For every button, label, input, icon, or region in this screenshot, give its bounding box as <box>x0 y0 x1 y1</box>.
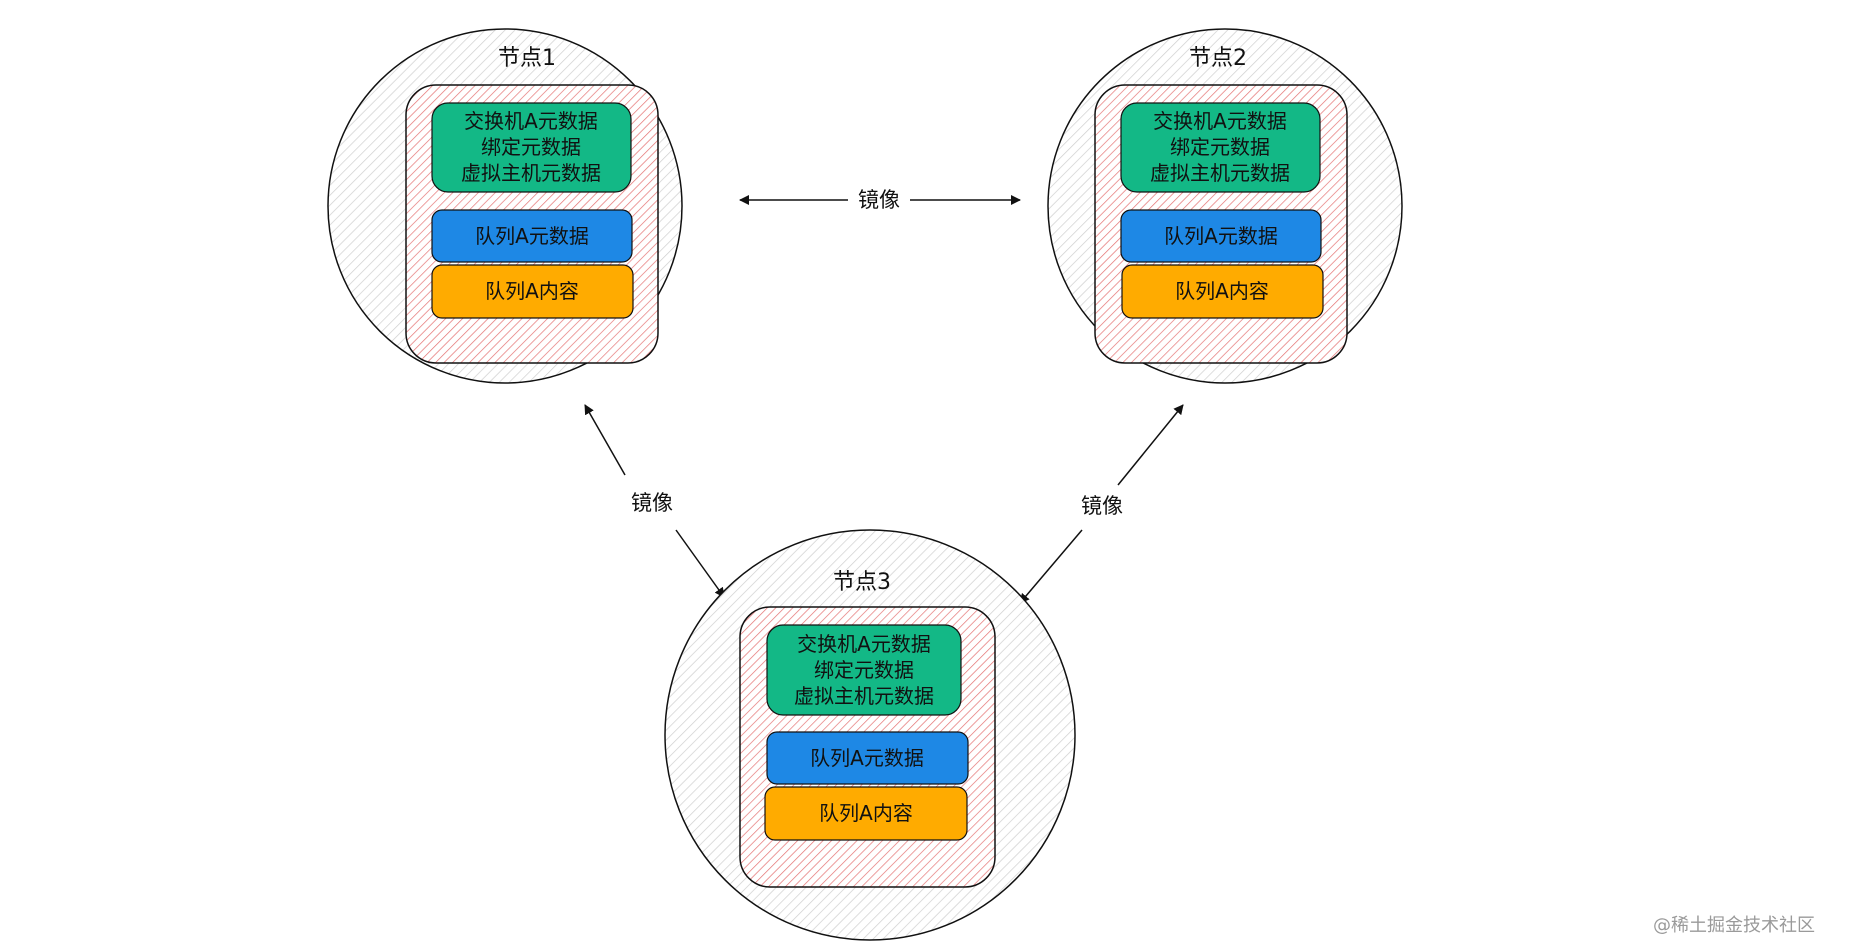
node-2: 节点2 交换机A元数据 绑定元数据 虚拟主机元数据 队列A元数据 队列A内容 <box>1047 28 1403 384</box>
metadata-line-binding: 绑定元数据 <box>481 135 581 159</box>
metadata-box <box>766 624 962 716</box>
mirror-label-2-3: 镜像 <box>1081 494 1123 518</box>
metadata-line-binding: 绑定元数据 <box>1170 135 1270 159</box>
metadata-line-exchange: 交换机A元数据 <box>1153 109 1287 133</box>
queue-meta-box <box>1120 209 1322 263</box>
metadata-line-vhost: 虚拟主机元数据 <box>1150 161 1290 185</box>
edge-node1-node3: 镜像 <box>584 404 725 598</box>
edge-node2-node3: 镜像 <box>1019 404 1184 604</box>
metadata-line-vhost: 虚拟主机元数据 <box>461 161 601 185</box>
node-title: 节点3 <box>833 570 891 595</box>
metadata-line-exchange: 交换机A元数据 <box>464 109 598 133</box>
node-title: 节点1 <box>498 46 556 71</box>
node-3: 节点3 交换机A元数据 绑定元数据 虚拟主机元数据 队列A元数据 队列A内容 <box>664 529 1076 941</box>
queue-meta-box <box>431 209 633 263</box>
metadata-box <box>431 102 632 193</box>
queue-meta-label: 队列A元数据 <box>475 224 589 248</box>
queue-content-box <box>764 786 968 841</box>
queue-content-label: 队列A内容 <box>485 279 579 303</box>
watermark: @稀土掘金技术社区 <box>1653 915 1815 936</box>
edge-node1-node2: 镜像 <box>739 188 1021 212</box>
queue-content-box <box>431 264 634 319</box>
mirror-arrow-1-3-down <box>675 529 725 598</box>
metadata-line-exchange: 交换机A元数据 <box>797 632 931 656</box>
queue-content-box <box>1121 264 1324 319</box>
metadata-box <box>1120 102 1321 193</box>
mirror-label-1-2: 镜像 <box>858 188 900 212</box>
queue-content-label: 队列A内容 <box>819 801 913 825</box>
node-1: 节点1 交换机A元数据 绑定元数据 虚拟主机元数据 队列A元数据 队列A内容 <box>327 28 683 384</box>
metadata-line-vhost: 虚拟主机元数据 <box>794 684 934 708</box>
mirror-arrow-2-3-up <box>1117 404 1184 486</box>
mirror-arrow-2-3-down <box>1019 529 1083 604</box>
queue-meta-box <box>766 731 969 785</box>
queue-content-label: 队列A内容 <box>1175 279 1269 303</box>
queue-meta-label: 队列A元数据 <box>1164 224 1278 248</box>
mirror-arrow-1-3-up <box>584 404 626 476</box>
mirror-label-1-3: 镜像 <box>631 491 673 515</box>
queue-meta-label: 队列A元数据 <box>810 746 924 770</box>
metadata-line-binding: 绑定元数据 <box>814 658 914 682</box>
node-title: 节点2 <box>1189 46 1247 71</box>
